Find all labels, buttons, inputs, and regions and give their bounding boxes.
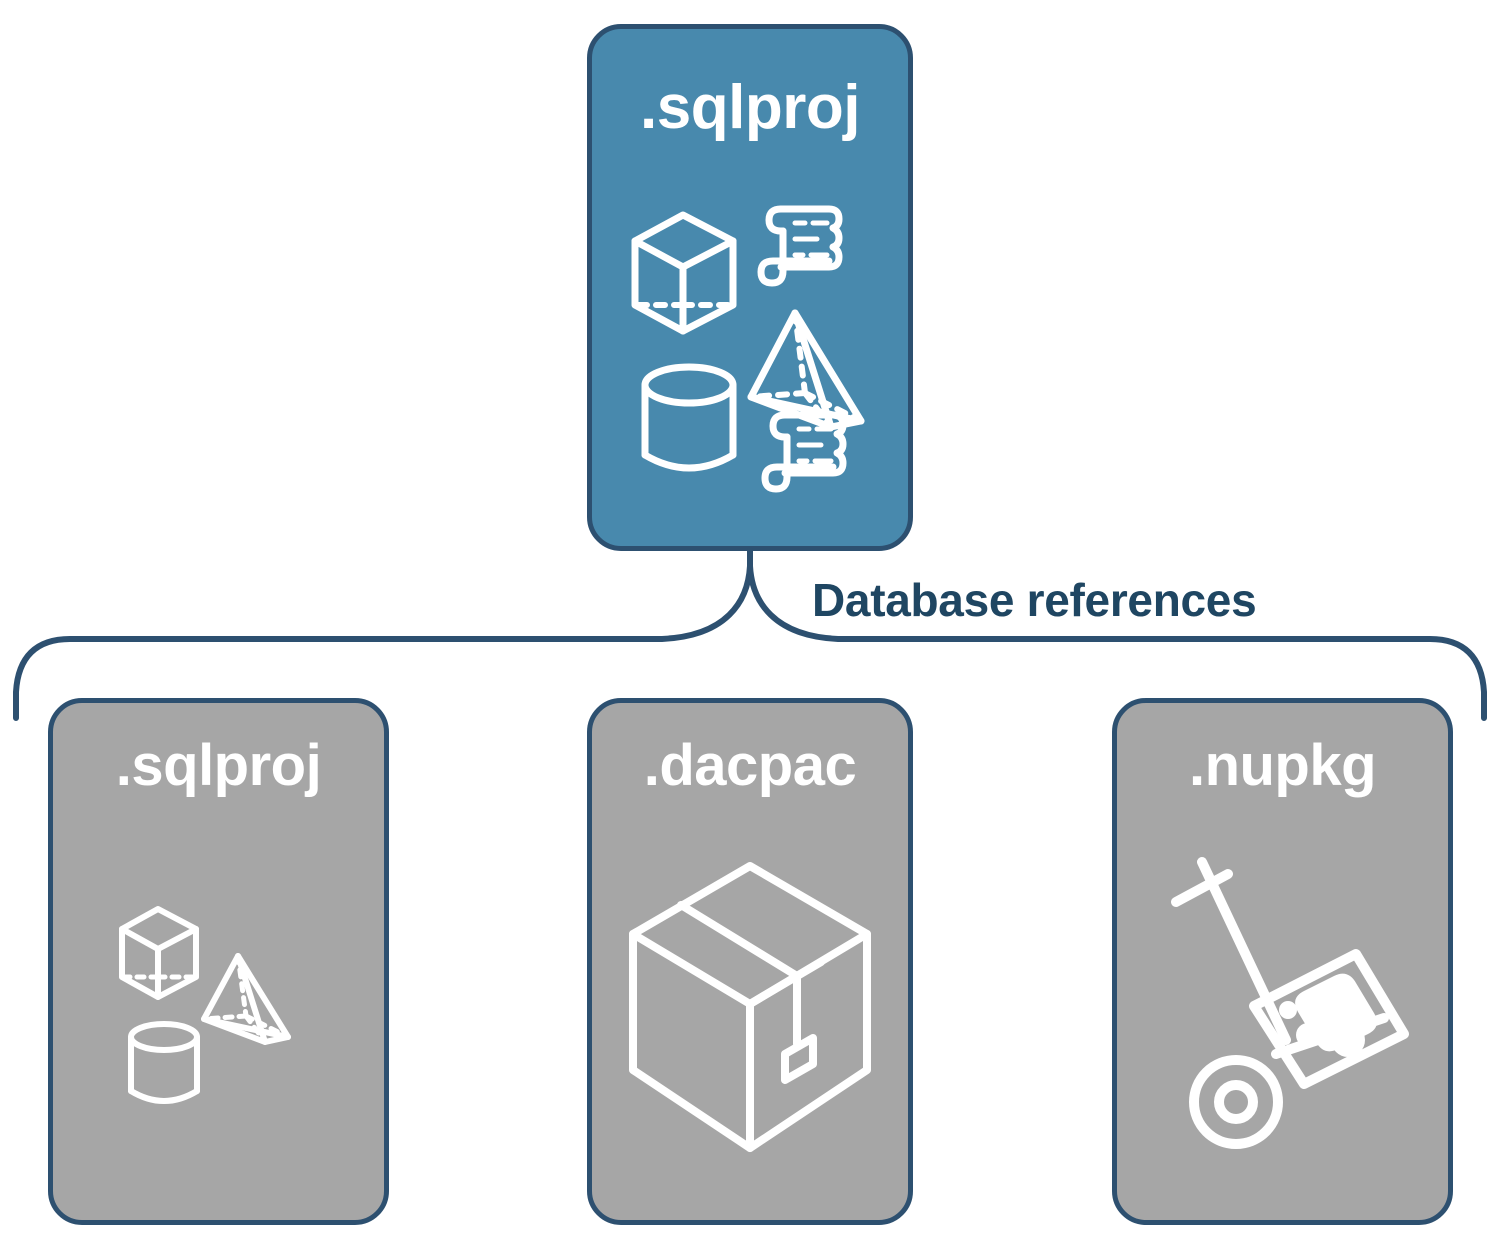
pyramid-icon [200,952,291,1045]
card-title-sqlproj-reference: .sqlproj [115,733,322,798]
card-art-nupkg [1117,795,1448,1220]
bracket-right-arm [747,563,1487,721]
card-sqlproj-reference[interactable]: .sqlproj [48,698,389,1225]
cylinder-icon [641,363,737,471]
scroll-icon [761,411,847,492]
scroll-icon [757,205,843,286]
nuget-package-icon [1248,948,1409,1089]
card-title-dacpac: .dacpac [643,733,857,798]
database-references-bracket [13,547,1487,721]
cube-icon [118,905,199,1000]
package-box-icon [629,861,871,1152]
card-art-sqlproj-reference [53,795,384,1220]
cylinder-icon [127,1020,200,1104]
card-title-sqlproj-root: .sqlproj [640,73,860,142]
card-art-sqlproj-root [592,139,908,546]
card-art-dacpac [592,795,908,1220]
card-title-nupkg: .nupkg [1188,733,1377,798]
card-dacpac[interactable]: .dacpac [587,698,913,1225]
bracket-label: Database references [812,574,1257,626]
card-nupkg[interactable]: .nupkg [1112,698,1453,1225]
bracket-left-arm [13,563,753,721]
pyramid-icon [747,309,865,430]
cube-icon [631,211,737,334]
card-sqlproj-root[interactable]: .sqlproj [587,24,913,551]
